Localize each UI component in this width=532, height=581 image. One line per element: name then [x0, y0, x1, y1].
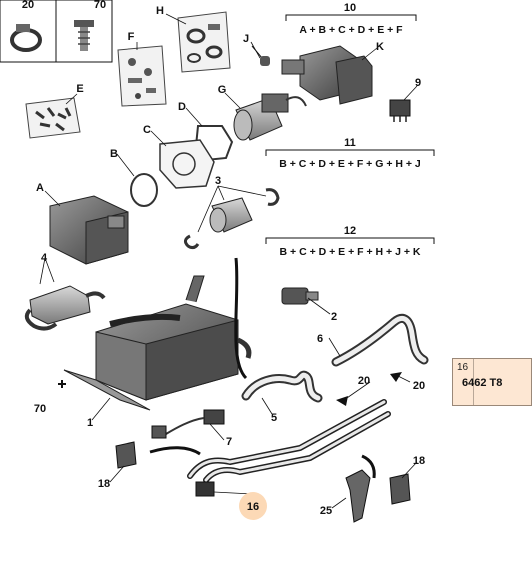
heater-unit-a-icon [49, 195, 129, 265]
callout-70-bottom: 70 [34, 403, 46, 415]
part-index: 16 [457, 362, 469, 373]
callout-20-right: 20 [413, 380, 425, 392]
callout-4: 4 [41, 252, 48, 264]
callout-70-top: 70 [94, 0, 106, 11]
callout-5: 5 [271, 412, 277, 424]
group-10-number: 10 [344, 2, 356, 14]
part-code: 6462 T8 [462, 377, 503, 389]
arrow-marker-20-right-icon [390, 372, 402, 382]
callout-k: K [376, 41, 384, 53]
callout-e: E [76, 83, 83, 95]
highlight-circle-16 [239, 492, 267, 520]
group-11-text: B + C + D + E + F + G + H + J [279, 158, 421, 170]
callout-f: F [128, 31, 135, 43]
callout-18-left: 18 [98, 478, 110, 490]
control-module-k-icon [281, 45, 373, 105]
callout-3: 3 [215, 175, 221, 187]
fastener-bag-f-icon [117, 45, 167, 107]
arrow-marker-20-left-icon [336, 396, 348, 406]
hose-clip-icon [10, 24, 42, 52]
gasket-c-icon [159, 139, 215, 189]
callout-7: 7 [226, 436, 232, 448]
callout-b: B [110, 148, 118, 160]
circulation-pump-3-icon [183, 188, 280, 250]
coolant-hose-5-icon [241, 370, 323, 403]
seal-bag-h-icon [177, 11, 231, 73]
sensor-7-icon [151, 409, 225, 439]
callout-20-top: 20 [22, 0, 34, 11]
push-pin-icon [74, 20, 94, 51]
clip-18-left-icon [115, 441, 137, 469]
panel-divider [473, 359, 474, 405]
bracket-25-icon [345, 454, 376, 523]
heater-assembly-1-icon [63, 275, 252, 411]
group-12-formula: 12 B + C + D + E + F + H + J + K [265, 225, 435, 258]
callout-18-right: 18 [413, 455, 425, 467]
o-ring-b-icon [130, 173, 158, 207]
valve-2-icon [281, 287, 319, 305]
callout-c: C [143, 124, 151, 136]
group-10-formula: 10 A + B + C + D + E + F [285, 2, 417, 36]
relay-9-icon [389, 99, 411, 122]
coolant-pipe-16-icon [149, 257, 391, 497]
callout-h: H [156, 5, 164, 17]
leader-lines [39, 13, 418, 509]
callout-g: G [218, 84, 227, 96]
clip-18-right-icon [389, 473, 411, 505]
group-12-number: 12 [344, 225, 356, 237]
screw-70-icon [58, 380, 66, 388]
coolant-hose-6-icon [331, 314, 429, 367]
group-10-text: A + B + C + D + E + F [299, 24, 403, 36]
callout-16: 16 [247, 501, 259, 513]
callout-9: 9 [415, 77, 421, 89]
screw-bag-e-icon [25, 97, 81, 139]
callout-2: 2 [331, 311, 337, 323]
callout-20-left: 20 [358, 375, 370, 387]
callout-d: D [178, 101, 186, 113]
exhaust-silencer-4-icon [24, 285, 106, 331]
callout-1: 1 [87, 417, 93, 429]
fuel-pump-g-icon [233, 93, 307, 141]
part-reference-panel: 16 6462 T8 [452, 358, 532, 406]
callout-25: 25 [320, 505, 332, 517]
callout-a: A [36, 182, 44, 194]
group-11-number: 11 [344, 137, 356, 149]
group-12-text: B + C + D + E + F + H + J + K [280, 246, 421, 258]
callout-6: 6 [317, 333, 323, 345]
group-11-formula: 11 B + C + D + E + F + G + H + J [265, 137, 435, 170]
top-left-parts-box [0, 0, 113, 63]
callout-labels: 20 70 H F J K E 9 G D C B A 3 4 2 6 20 2… [22, 0, 425, 517]
callout-j: J [243, 33, 249, 45]
